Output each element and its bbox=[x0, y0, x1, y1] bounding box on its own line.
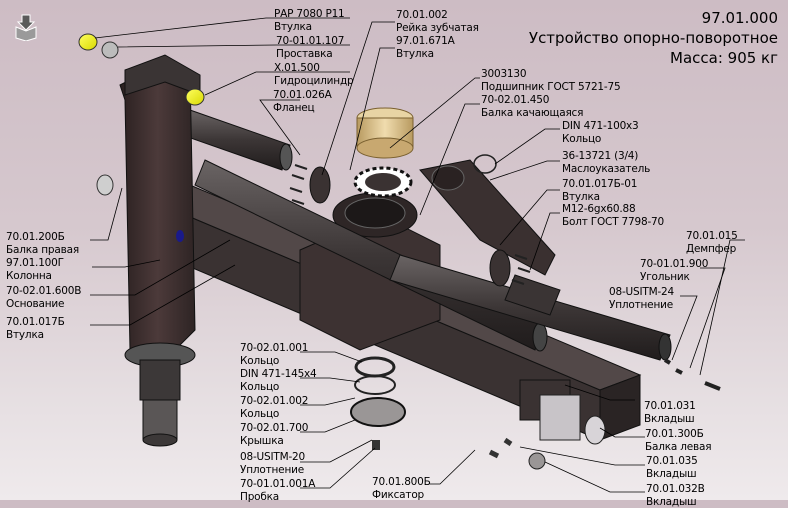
hydraulic-cylinders bbox=[181, 109, 672, 361]
swing-beam bbox=[419, 159, 556, 276]
column bbox=[96, 54, 201, 447]
fittings bbox=[488, 358, 721, 470]
rings-cover bbox=[350, 356, 406, 450]
beam-assembly bbox=[148, 184, 642, 445]
box-download-icon[interactable] bbox=[12, 13, 40, 42]
drawing-code: 97.01.000 bbox=[701, 9, 778, 27]
flanges bbox=[289, 164, 531, 287]
title-block: 97.01.000 Устройство опорно-поворотное М… bbox=[529, 8, 778, 68]
bearing-parts bbox=[353, 107, 497, 198]
leader-lines bbox=[90, 17, 745, 493]
callout-label: 36-13721 (3/4)Маслоуказатель bbox=[562, 150, 651, 175]
bushings bbox=[78, 33, 205, 106]
drawing-name: Устройство опорно-поворотное bbox=[528, 29, 778, 47]
drawing-mass: Масса: 905 кг bbox=[670, 49, 778, 67]
